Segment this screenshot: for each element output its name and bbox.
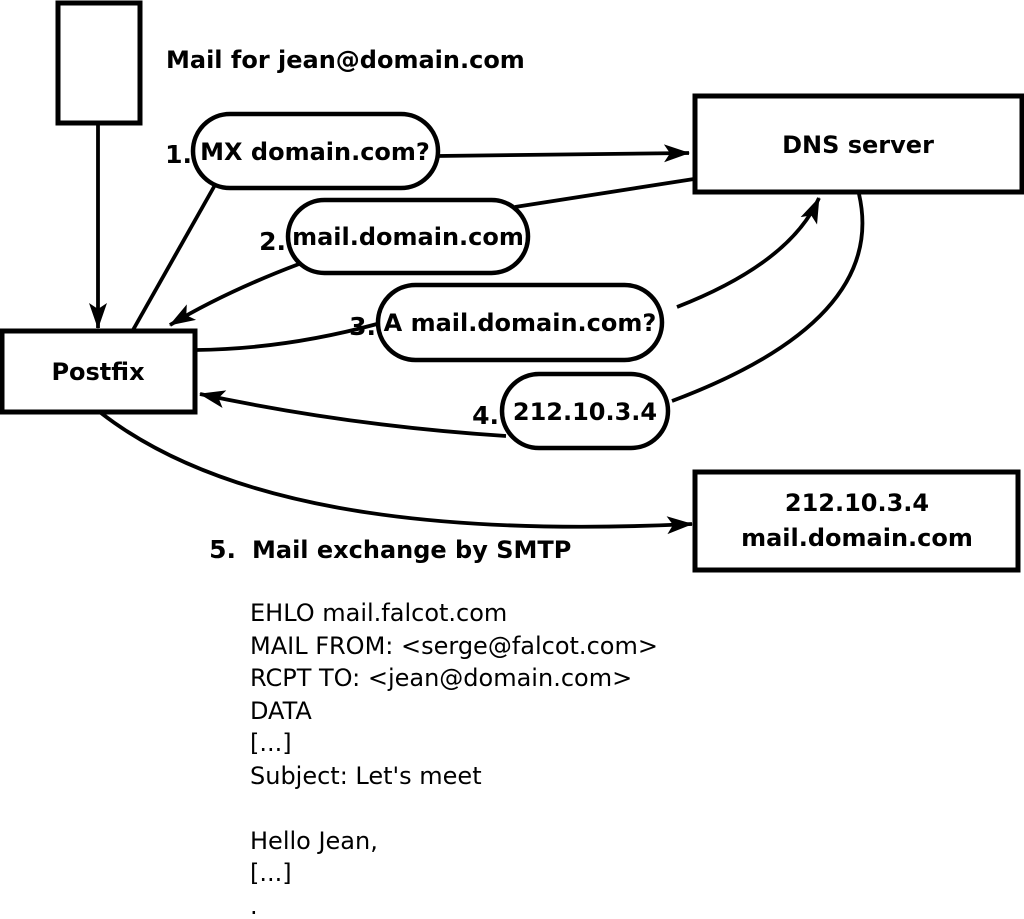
step-5-label: Mail exchange by SMTP [252,536,571,564]
step-4-label: 212.10.3.4 [513,398,657,426]
mail-server-box [692,469,1021,573]
mail-for-label: Mail for jean@domain.com [166,46,525,74]
postfix-box [0,328,198,415]
smtp-line-subject: Subject: Let's meet [250,761,482,790]
smtp-line-end-dot: . [250,891,258,919]
step-2-label: mail.domain.com [292,223,524,251]
dns-server-label: DNS server [782,131,934,159]
step-3-label: A mail.domain.com? [384,309,657,337]
step-4-pill [499,371,671,451]
smtp-line-data: DATA [250,696,312,725]
smtp-line-mailfrom: MAIL FROM: <serge@falcot.com> [250,631,658,660]
smtp-line-rcptto: RCPT TO: <jean@domain.com> [250,664,633,692]
step-3-number: 3. [349,312,376,341]
dns-server-box [692,93,1024,195]
arrow-answer2-to-postfix [169,262,300,327]
smtp-line-blank [250,792,658,825]
arrow-answer4-to-postfix [199,390,507,438]
mail-message-box [55,0,143,126]
edge-postfix-to-query1 [131,184,217,331]
step-2-pill [285,197,531,276]
step-4-number: 4. [472,401,499,430]
step-3-pill [375,282,665,363]
smtp-line-ehlo: EHLO mail.falcot.com [250,599,508,627]
edge-postfix-to-query3 [195,322,378,352]
postfix-label: Postfix [51,358,145,386]
step-5-number: 5. [209,535,236,564]
arrow-query3-to-dns [676,197,821,309]
step-1-number: 1. [165,140,192,169]
mail-server-ip: 212.10.3.4 [785,489,929,517]
mail-server-hostname: mail.domain.com [741,524,973,552]
step-1-pill [190,111,441,191]
edge-dns-to-answer2 [514,177,695,209]
step-2-number: 2. [259,227,286,256]
smtp-session-listing: EHLO mail.falcot.com MAIL FROM: <serge@f… [250,597,658,919]
smtp-line-ellipsis-2: [...] [250,859,292,887]
step-1-label: MX domain.com? [200,138,430,166]
smtp-line-ellipsis-1: [...] [250,729,292,757]
edge-dns-to-answer4 [671,193,865,403]
arrow-postfix-to-mailserver-smtp [99,411,693,535]
smtp-line-hello: Hello Jean, [250,826,378,855]
arrow-query1-to-dns [436,144,690,163]
